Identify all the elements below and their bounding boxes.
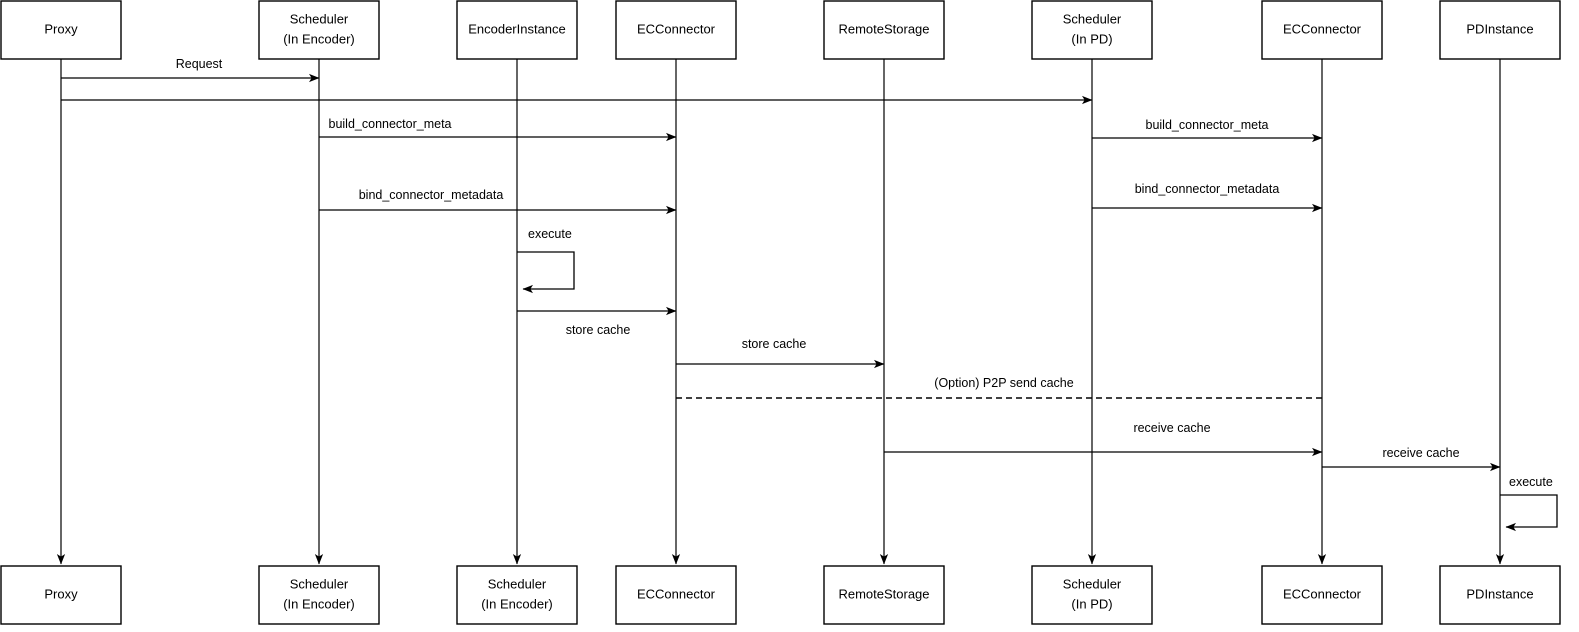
participant-bottom-label: ECConnector	[637, 586, 716, 601]
message-label: build_connector_meta	[329, 117, 452, 131]
participant-top-sublabel: (In Encoder)	[283, 31, 355, 46]
message-m11[interactable]: receive cache	[1322, 446, 1501, 472]
participant-bottom-label: Proxy	[44, 586, 78, 601]
message-label: store cache	[566, 323, 631, 337]
participant-bottom-label: Scheduler	[488, 576, 547, 591]
participant-bottom-proxy[interactable]: Proxy	[0, 565, 122, 625]
participant-bottom-sublabel: (In Encoder)	[481, 596, 553, 611]
message-m5[interactable]: bind_connector_metadata	[319, 188, 677, 215]
message-m8[interactable]: store cache	[676, 337, 885, 369]
participant-top-label: PDInstance	[1466, 21, 1533, 36]
participant-top-label: ECConnector	[1283, 21, 1362, 36]
participant-bottom-label: RemoteStorage	[838, 586, 929, 601]
participant-bottom-scheduler-encoder[interactable]: Scheduler (In Encoder)	[258, 565, 380, 625]
participant-bottom-label: ECConnector	[1283, 586, 1362, 601]
message-label: (Option) P2P send cache	[934, 376, 1073, 390]
lifelines-layer	[56, 59, 1505, 565]
self-message-s2[interactable]: execute	[1500, 475, 1558, 532]
participant-bottom-pd-instance[interactable]: PDInstance	[1439, 565, 1561, 625]
message-label: store cache	[742, 337, 807, 351]
participant-top-proxy[interactable]: Proxy	[0, 0, 122, 60]
participant-top-scheduler-pd[interactable]: Scheduler (In PD)	[1031, 0, 1153, 60]
message-label: build_connector_meta	[1146, 118, 1269, 132]
self-message-path	[1500, 494, 1558, 532]
self-message-s1[interactable]: execute	[517, 227, 575, 294]
participant-top-label: RemoteStorage	[838, 21, 929, 36]
bottom-participant-boxes: Proxy Scheduler (In Encoder) Scheduler (In E…	[0, 565, 1561, 625]
message-label: bind_connector_metadata	[1135, 182, 1280, 196]
message-m7[interactable]: store cache	[517, 306, 677, 337]
message-m6[interactable]: bind_connector_metadata	[1092, 182, 1323, 213]
self-messages-layer: execute execute	[517, 227, 1558, 532]
participant-bottom-sublabel: (In PD)	[1071, 596, 1112, 611]
messages-layer: Request build_connector_meta build_connect…	[61, 57, 1501, 472]
participant-bottom-label: Scheduler	[290, 576, 349, 591]
participant-top-label: EncoderInstance	[468, 21, 566, 36]
message-m3[interactable]: build_connector_meta	[319, 117, 677, 142]
message-label: bind_connector_metadata	[359, 188, 504, 202]
participant-top-label: ECConnector	[637, 21, 716, 36]
participant-top-ecconnector-enc[interactable]: ECConnector	[615, 0, 737, 60]
participant-bottom-encoder-instance[interactable]: Scheduler (In Encoder)	[456, 565, 578, 625]
message-m1[interactable]: Request	[61, 57, 320, 83]
participant-bottom-ecconnector-enc[interactable]: ECConnector	[615, 565, 737, 625]
participant-bottom-remote-storage[interactable]: RemoteStorage	[823, 565, 945, 625]
participant-top-encoder-instance[interactable]: EncoderInstance	[456, 0, 578, 60]
top-participant-boxes: Proxy Scheduler (In Encoder) EncoderInstanc…	[0, 0, 1561, 60]
participant-top-label: Scheduler	[290, 11, 349, 26]
participant-bottom-label: PDInstance	[1466, 586, 1533, 601]
participant-top-label: Proxy	[44, 21, 78, 36]
participant-top-ecconnector-pd[interactable]: ECConnector	[1261, 0, 1383, 60]
participant-top-remote-storage[interactable]: RemoteStorage	[823, 0, 945, 60]
participant-bottom-ecconnector-pd[interactable]: ECConnector	[1261, 565, 1383, 625]
message-m4[interactable]: build_connector_meta	[1092, 118, 1323, 143]
message-m9[interactable]: (Option) P2P send cache	[676, 376, 1322, 399]
participant-bottom-label: Scheduler	[1063, 576, 1122, 591]
self-message-label: execute	[1509, 475, 1553, 489]
message-label: receive cache	[1382, 446, 1459, 460]
message-label: Request	[176, 57, 223, 71]
message-label: receive cache	[1133, 421, 1210, 435]
participant-top-sublabel: (In PD)	[1071, 31, 1112, 46]
participant-top-label: Scheduler	[1063, 11, 1122, 26]
participant-bottom-scheduler-pd[interactable]: Scheduler (In PD)	[1031, 565, 1153, 625]
participant-top-pd-instance[interactable]: PDInstance	[1439, 0, 1561, 60]
self-message-label: execute	[528, 227, 572, 241]
participant-top-scheduler-encoder[interactable]: Scheduler (In Encoder)	[258, 0, 380, 60]
self-message-path	[517, 251, 575, 294]
message-m10[interactable]: receive cache	[884, 421, 1323, 457]
participant-bottom-sublabel: (In Encoder)	[283, 596, 355, 611]
